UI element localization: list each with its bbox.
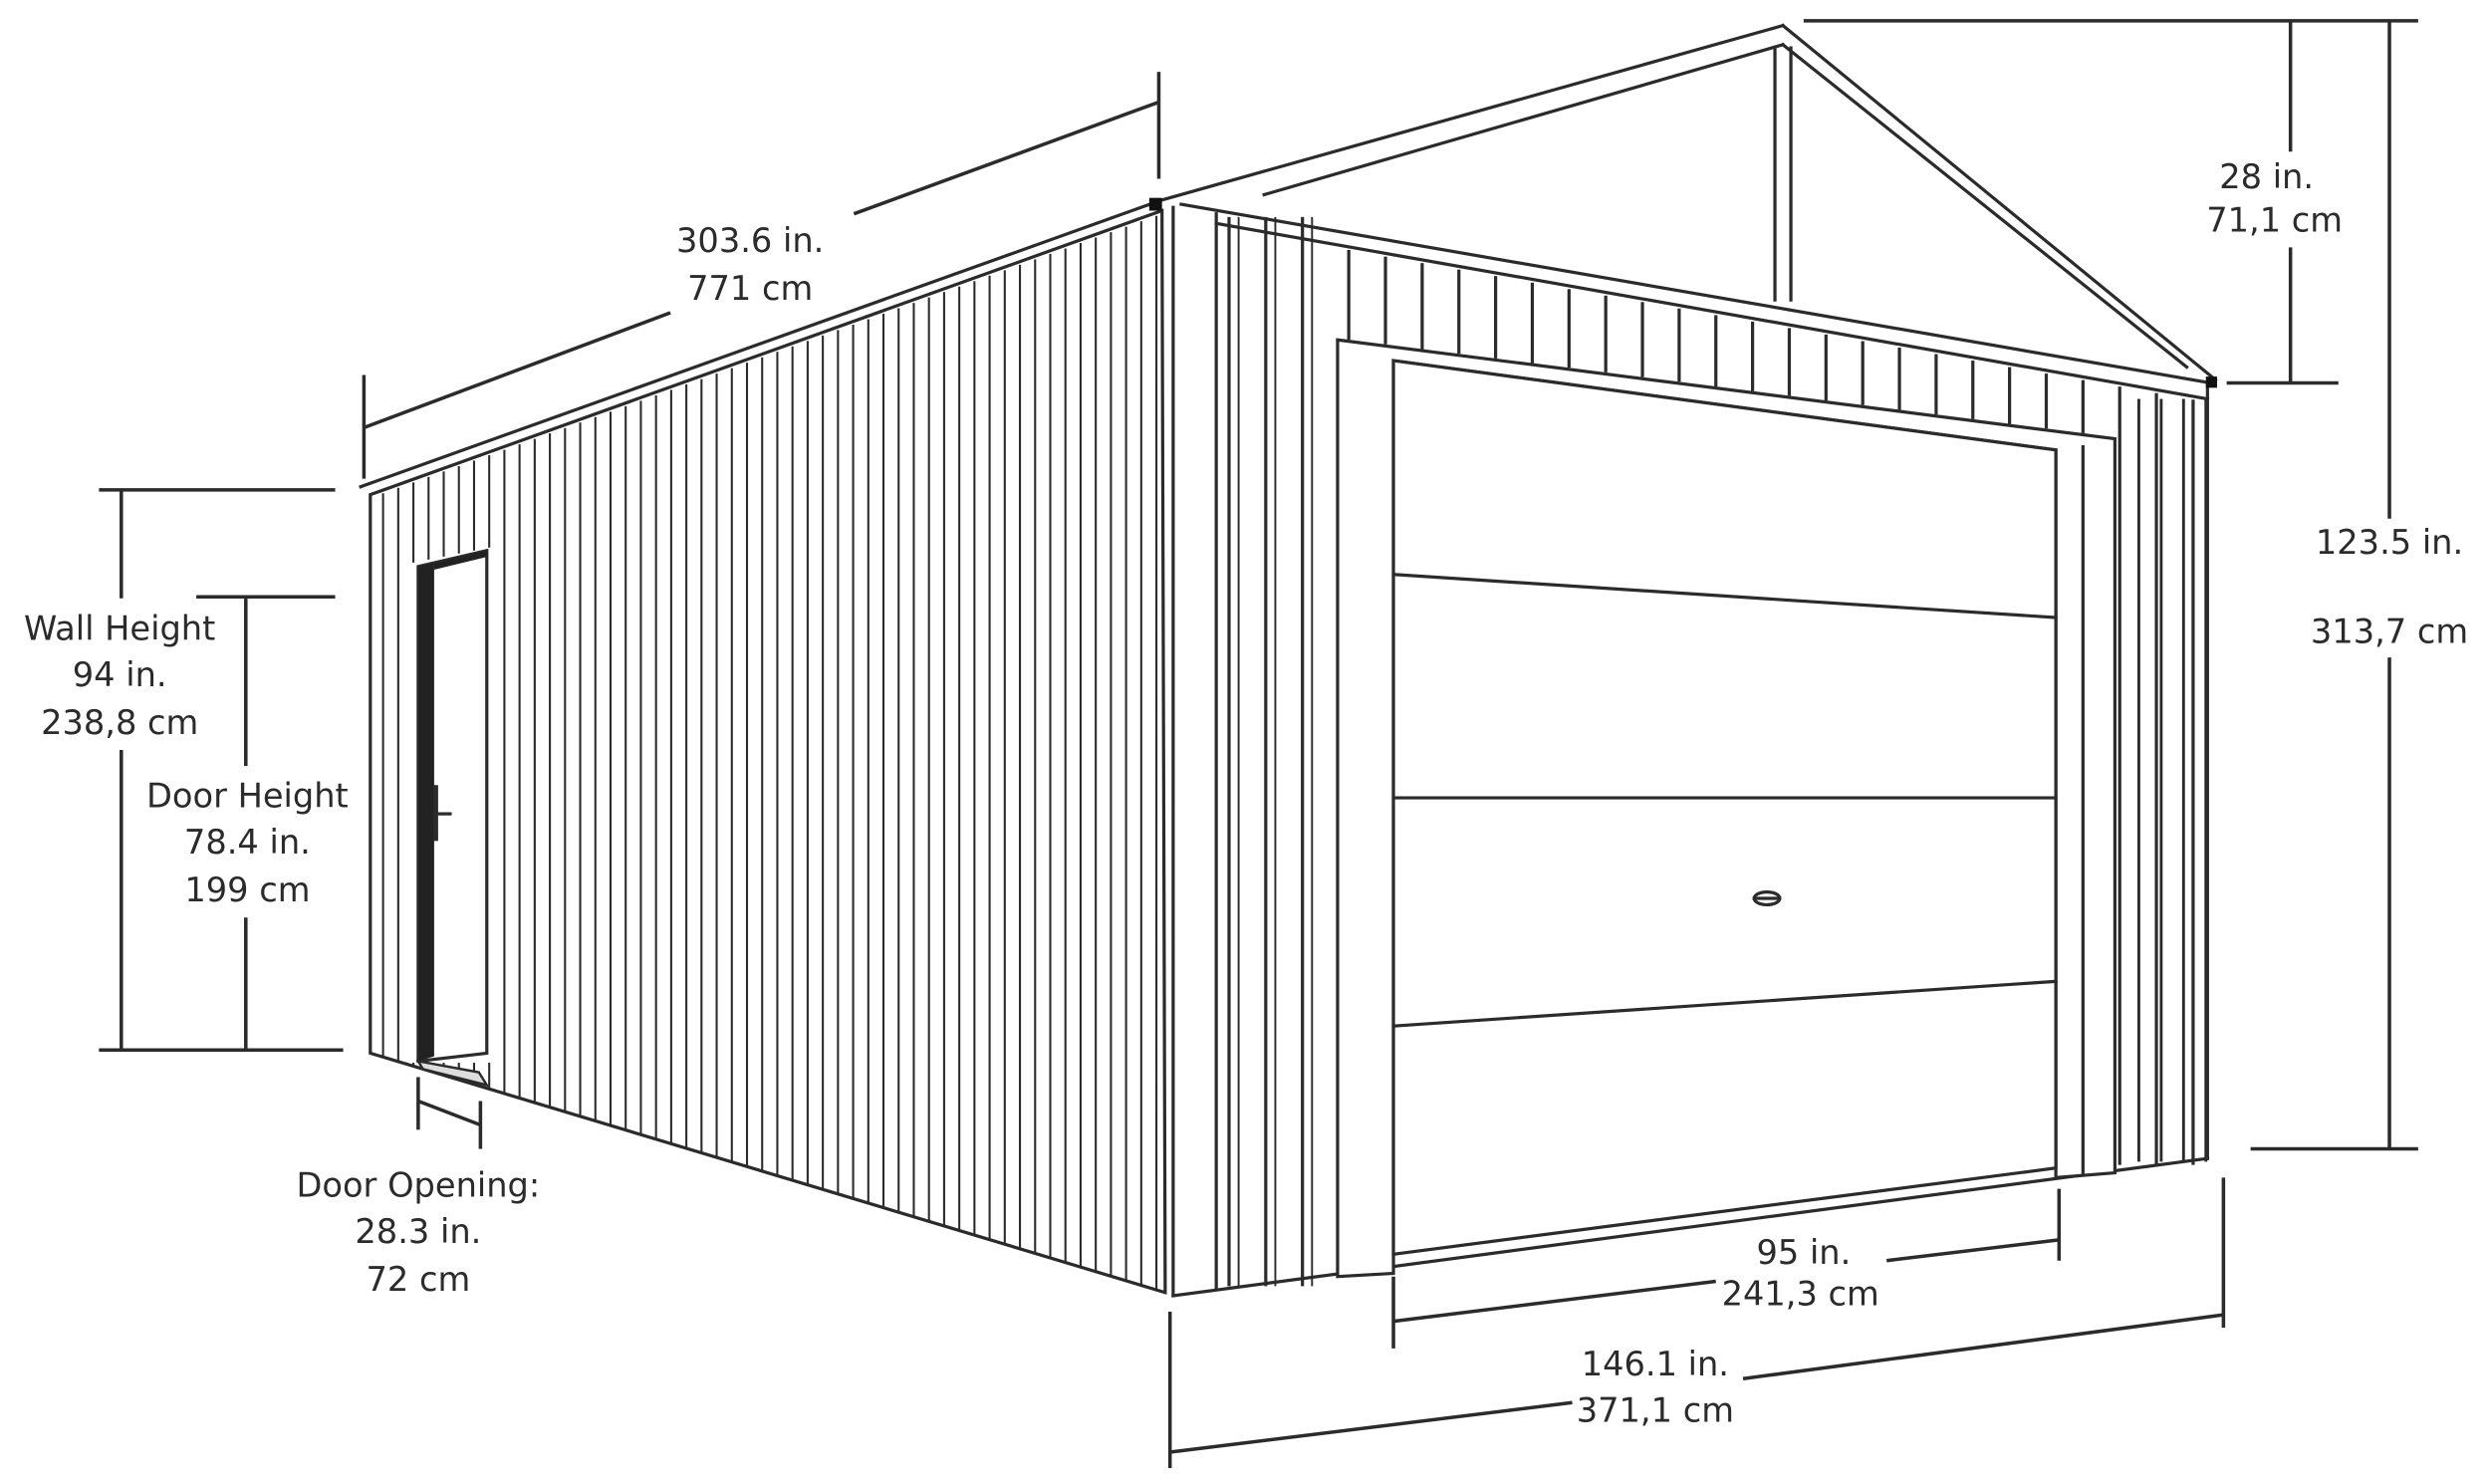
side-wall xyxy=(369,208,1167,1295)
garage-door-width-cm-label: 241,3 cm xyxy=(1722,1275,1879,1314)
side-wall-ribs xyxy=(381,215,1158,1292)
door-opening-cm-label: 72 cm xyxy=(367,1260,471,1299)
total-height-cm-label: 313,7 cm xyxy=(2311,613,2468,651)
side-door xyxy=(415,548,490,1088)
front-wall xyxy=(1148,23,2218,1298)
dimension-roof-height: 28 in. 71,1 cm xyxy=(1803,19,2418,385)
door-height-cm-label: 199 cm xyxy=(184,870,310,909)
dimension-length: 303.6 in. 771 cm xyxy=(362,72,1161,479)
garage-door-width-in-label: 95 in. xyxy=(1756,1233,1851,1272)
length-in-label: 303.6 in. xyxy=(676,221,824,260)
garage-door-handle-icon xyxy=(1752,890,1782,907)
dimension-garage-door-width: 95 in. 241,3 cm xyxy=(1391,1188,2062,1349)
length-cm-label: 771 cm xyxy=(687,269,813,308)
wall-height-in-label: 94 in. xyxy=(73,655,167,694)
garage-door xyxy=(1336,338,2116,1279)
dimension-total-height: 123.5 in. 313,7 cm xyxy=(2250,20,2468,1151)
side-roof-edge xyxy=(359,198,1161,489)
width-cm-label: 371,1 cm xyxy=(1577,1391,1734,1430)
dimension-width: 146.1 in. 371,1 cm xyxy=(1167,1177,2226,1468)
wall-height-cm-label: 238,8 cm xyxy=(41,703,198,742)
roof-height-in-label: 28 in. xyxy=(2219,157,2314,196)
wall-height-label: Wall Height xyxy=(24,609,215,647)
width-in-label: 146.1 in. xyxy=(1582,1345,1729,1383)
dimension-door-height: Door Height 78.4 in. 199 cm xyxy=(146,595,349,1051)
roof-height-cm-label: 71,1 cm xyxy=(2206,200,2343,239)
door-height-label: Door Height xyxy=(146,777,349,816)
door-opening-in-label: 28.3 in. xyxy=(355,1212,481,1251)
dimension-wall-height: Wall Height 94 in. 238,8 cm xyxy=(24,488,344,1052)
total-height-in-label: 123.5 in. xyxy=(2316,523,2463,562)
dimension-door-opening: Door Opening: 28.3 in. 72 cm xyxy=(297,1077,541,1299)
door-opening-label: Door Opening: xyxy=(297,1166,541,1205)
door-height-in-label: 78.4 in. xyxy=(184,823,311,862)
